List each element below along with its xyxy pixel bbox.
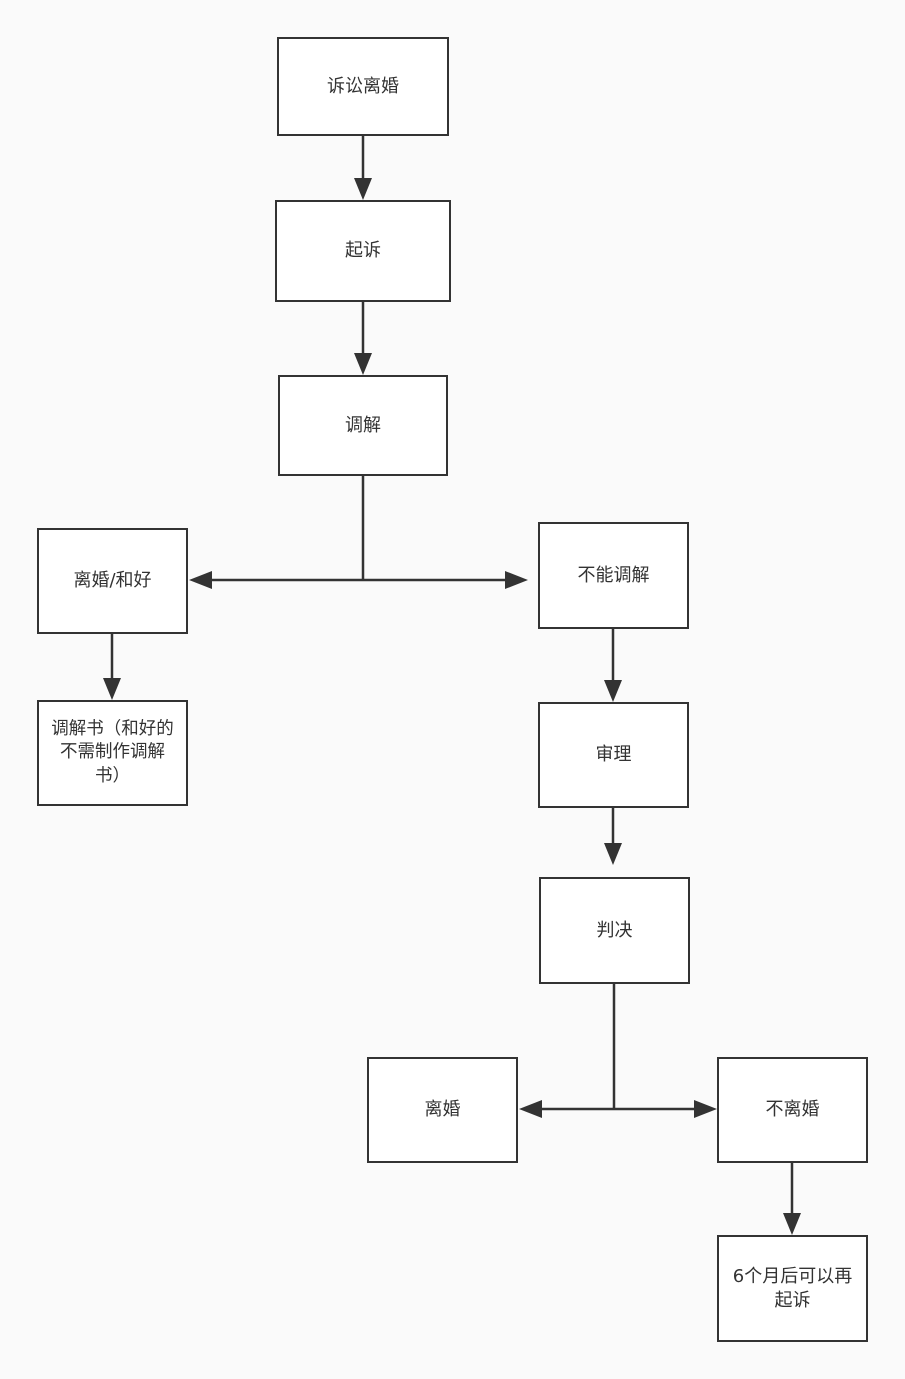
node-label: 离婚/和好 xyxy=(73,570,152,591)
node-divorce-or-reconcile: 离婚/和好 xyxy=(37,528,188,634)
node-resue-after-six-months: 6个月后可以再起诉 xyxy=(717,1235,868,1342)
arrowhead-to-resue xyxy=(783,1213,801,1235)
node-label: 起诉 xyxy=(345,240,381,261)
node-trial: 审理 xyxy=(538,702,689,808)
node-label: 6个月后可以再起诉 xyxy=(732,1265,853,1311)
node-label: 诉讼离婚 xyxy=(327,75,399,97)
arrowhead-to-cannot-mediate xyxy=(505,571,528,589)
node-label: 审理 xyxy=(595,744,632,765)
arrowhead-to-trial xyxy=(604,680,622,702)
node-label: 不能调解 xyxy=(577,564,650,586)
arrowhead-to-doc xyxy=(103,678,121,700)
node-label: 离婚 xyxy=(424,1099,461,1120)
node-litigation-divorce: 诉讼离婚 xyxy=(277,37,449,136)
arrowhead-to-verdict xyxy=(604,843,622,865)
node-label: 判决 xyxy=(596,919,633,941)
node-label: 调解书（和好的不需制作调解书） xyxy=(51,718,174,786)
node-file-suit: 起诉 xyxy=(275,200,451,302)
node-mediation: 调解 xyxy=(278,375,448,476)
node-label: 调解 xyxy=(345,414,381,436)
arrowhead-to-sue xyxy=(354,178,372,200)
node-no-divorce: 不离婚 xyxy=(717,1057,868,1163)
arrowhead-to-mediate xyxy=(354,353,372,375)
arrowhead-to-no-divorce xyxy=(694,1100,717,1118)
node-divorce: 离婚 xyxy=(367,1057,518,1163)
node-verdict: 判决 xyxy=(539,877,690,984)
node-mediation-document: 调解书（和好的不需制作调解书） xyxy=(37,700,188,806)
node-label: 不离婚 xyxy=(765,1099,820,1120)
arrowhead-to-divorce xyxy=(519,1100,542,1118)
arrowhead-to-reconcile xyxy=(189,571,212,589)
node-cannot-mediate: 不能调解 xyxy=(538,522,689,629)
